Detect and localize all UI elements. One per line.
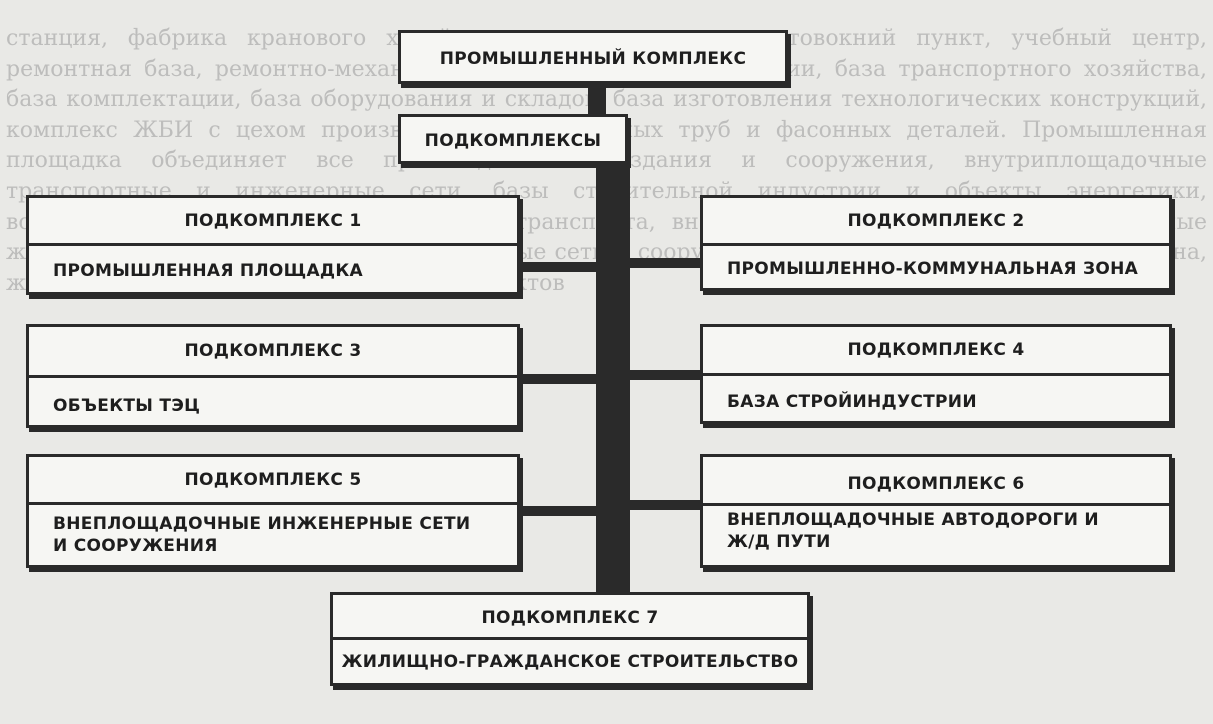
subcomplex-2-title: ПОДКОМПЛЕКС 2	[847, 211, 1025, 231]
subcomplex-6-title: ПОДКОМПЛЕКС 6	[847, 474, 1025, 494]
subcomplex-4-box: ПОДКОМПЛЕКС 4 БАЗА СТРОЙИНДУСТРИИ	[700, 324, 1172, 424]
subcomplex-3-name: ОБЪЕКТЫ ТЭЦ	[53, 396, 201, 416]
subcomplex-1-divider	[29, 243, 517, 246]
subcomplex-2-name: ПРОМЫШЛЕННО-КОММУНАЛЬНАЯ ЗОНА	[727, 259, 1139, 279]
subcomplex-4-divider	[703, 373, 1169, 376]
branch-connector-5	[516, 506, 600, 516]
branch-connector-2	[626, 258, 702, 268]
subcomplex-3-box: ПОДКОМПЛЕКС 3 ОБЪЕКТЫ ТЭЦ	[26, 324, 520, 428]
top-box-industrial-complex: ПРОМЫШЛЕННЫЙ КОМПЛЕКС	[398, 30, 788, 84]
subcomplex-7-name: ЖИЛИЩНО-ГРАЖДАНСКОЕ СТРОИТЕЛЬСТВО	[341, 652, 799, 672]
subcomplex-2-box: ПОДКОМПЛЕКС 2 ПРОМЫШЛЕННО-КОММУНАЛЬНАЯ З…	[700, 195, 1172, 291]
subcomplex-4-title: ПОДКОМПЛЕКС 4	[847, 340, 1025, 360]
branch-connector-6	[626, 500, 702, 510]
subcomplex-6-name-line-1: ВНЕПЛОЩАДОЧНЫЕ АВТОДОРОГИ И	[727, 510, 1099, 530]
subcomplex-1-title: ПОДКОМПЛЕКС 1	[184, 211, 362, 231]
subcomplex-3-divider	[29, 375, 517, 378]
subcomplex-2-divider	[703, 243, 1169, 246]
subcomplex-4-name: БАЗА СТРОЙИНДУСТРИИ	[727, 392, 977, 412]
subcomplex-5-divider	[29, 502, 517, 505]
subcomplex-5-title: ПОДКОМПЛЕКС 5	[184, 470, 362, 490]
branch-connector-3	[516, 374, 600, 384]
subcomplex-5-name-line-1: ВНЕПЛОЩАДОЧНЫЕ ИНЖЕНЕРНЫЕ СЕТИ	[53, 514, 471, 534]
subcomplex-7-divider	[333, 637, 807, 640]
subcomplexes-label: ПОДКОМПЛЕКСЫ	[424, 131, 602, 151]
subcomplex-7-title: ПОДКОМПЛЕКС 7	[481, 608, 659, 628]
top-box-label: ПРОМЫШЛЕННЫЙ КОМПЛЕКС	[439, 49, 747, 69]
subcomplex-6-box: ПОДКОМПЛЕКС 6 ВНЕПЛОЩАДОЧНЫЕ АВТОДОРОГИ …	[700, 454, 1172, 568]
subcomplex-6-name-line-2: Ж/Д ПУТИ	[727, 532, 831, 552]
subcomplex-5-name-line-2: И СООРУЖЕНИЯ	[53, 536, 218, 556]
subcomplex-7-box: ПОДКОМПЛЕКС 7 ЖИЛИЩНО-ГРАЖДАНСКОЕ СТРОИТ…	[330, 592, 810, 686]
trunk-main-connector	[596, 160, 630, 600]
subcomplex-5-box: ПОДКОМПЛЕКС 5 ВНЕПЛОЩАДОЧНЫЕ ИНЖЕНЕРНЫЕ …	[26, 454, 520, 568]
subcomplex-6-divider	[703, 503, 1169, 506]
branch-connector-1	[516, 262, 600, 272]
subcomplex-1-name: ПРОМЫШЛЕННАЯ ПЛОЩАДКА	[53, 261, 364, 281]
subcomplex-3-title: ПОДКОМПЛЕКС 3	[184, 341, 362, 361]
subcomplex-1-box: ПОДКОМПЛЕКС 1 ПРОМЫШЛЕННАЯ ПЛОЩАДКА	[26, 195, 520, 295]
subcomplexes-box: ПОДКОМПЛЕКСЫ	[398, 114, 628, 164]
branch-connector-4	[626, 370, 702, 380]
